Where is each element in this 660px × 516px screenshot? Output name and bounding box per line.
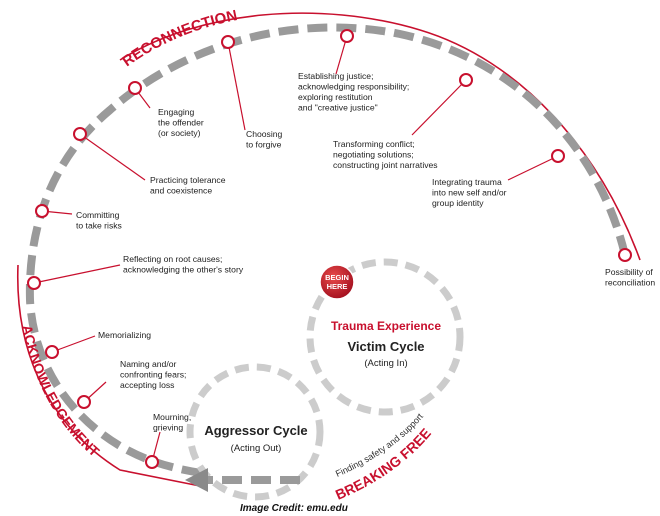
stage-label-reflecting: Reflecting on root causes;acknowledging …: [123, 254, 244, 275]
stage-label-line: Reflecting on root causes;: [123, 254, 222, 264]
node-committing: [35, 204, 49, 218]
stage-label-line: Naming and/or: [120, 359, 177, 369]
stage-label-line: into new self and/or: [432, 188, 507, 198]
node-forgive: [221, 35, 235, 49]
aggressor-cycle-circle: [186, 363, 324, 501]
node-integrating: [551, 149, 565, 163]
stage-label-line: Choosing: [246, 129, 283, 139]
aggressor-cycle-title: Aggressor Cycle: [204, 423, 307, 438]
stage-label-justice: Establishing justice;acknowledging respo…: [298, 71, 409, 113]
stage-label-line: to forgive: [246, 140, 282, 150]
node-memorializing: [45, 345, 59, 359]
victim-cycle-subtitle: (Acting In): [364, 358, 407, 369]
stage-label-line: negotiating solutions;: [333, 150, 414, 160]
stage-label-line: Integrating trauma: [432, 177, 502, 187]
node-naming: [77, 395, 91, 409]
stage-label-line: acknowledging the other's story: [123, 265, 244, 275]
image-credit: Image Credit: emu.edu: [240, 503, 348, 514]
node-mourning: [145, 455, 159, 469]
victim-cycle-circle: [306, 258, 464, 416]
stage-label-line: (or society): [158, 128, 201, 138]
stage-label-line: constructing joint narratives: [333, 160, 438, 170]
stage-label-line: and coexistence: [150, 186, 212, 196]
stage-label-line: Possibility of: [605, 267, 653, 277]
stage-label-line: the offender: [158, 118, 204, 128]
trauma-experience-label: Trauma Experience: [331, 319, 441, 333]
stage-label-line: reconciliation: [605, 278, 655, 288]
stage-label-mourning: Mourning,grieving: [153, 412, 191, 433]
stage-label-memorializing: Memorializing: [98, 330, 151, 340]
node-transforming: [459, 73, 473, 87]
stage-label-line: Practicing tolerance: [150, 175, 226, 185]
node-engaging: [128, 81, 142, 95]
stage-label-line: Committing: [76, 210, 120, 220]
victim-cycle-title: Victim Cycle: [347, 339, 424, 354]
stage-label-line: acknowledging responsibility;: [298, 82, 409, 92]
node-reflecting: [27, 276, 41, 290]
node-justice: [340, 29, 354, 43]
stage-label-line: and "creative justice": [298, 103, 378, 113]
stage-label-transforming: Transforming conflict;negotiating soluti…: [333, 139, 438, 170]
begin-badge-line1: BEGIN: [325, 273, 349, 282]
stage-label-line: accepting loss: [120, 380, 174, 390]
stage-label-line: to take risks: [76, 221, 122, 231]
aggressor-cycle-subtitle: (Acting Out): [231, 443, 282, 454]
stage-label-line: grieving: [153, 423, 183, 433]
begin-here-badge: [319, 264, 355, 300]
stage-label-line: exploring restitution: [298, 92, 373, 102]
arrow-head-icon: [185, 468, 208, 492]
outer-red-arc-left: [16, 264, 201, 487]
stage-label-line: Establishing justice;: [298, 71, 373, 81]
stage-label-line: confronting fears;: [120, 370, 186, 380]
begin-badge-line2: HERE: [327, 282, 348, 291]
stage-label-line: Memorializing: [98, 330, 151, 340]
acknowledgement-title: ACKNOWLEDGEMENT: [19, 323, 103, 459]
node-possibility: [618, 248, 632, 262]
node-tolerance: [73, 127, 87, 141]
stage-label-line: group identity: [432, 198, 484, 208]
stage-label-line: Mourning,: [153, 412, 191, 422]
stage-label-line: Engaging: [158, 107, 195, 117]
stage-label-line: Transforming conflict;: [333, 139, 415, 149]
stage-nodes: [27, 29, 632, 469]
